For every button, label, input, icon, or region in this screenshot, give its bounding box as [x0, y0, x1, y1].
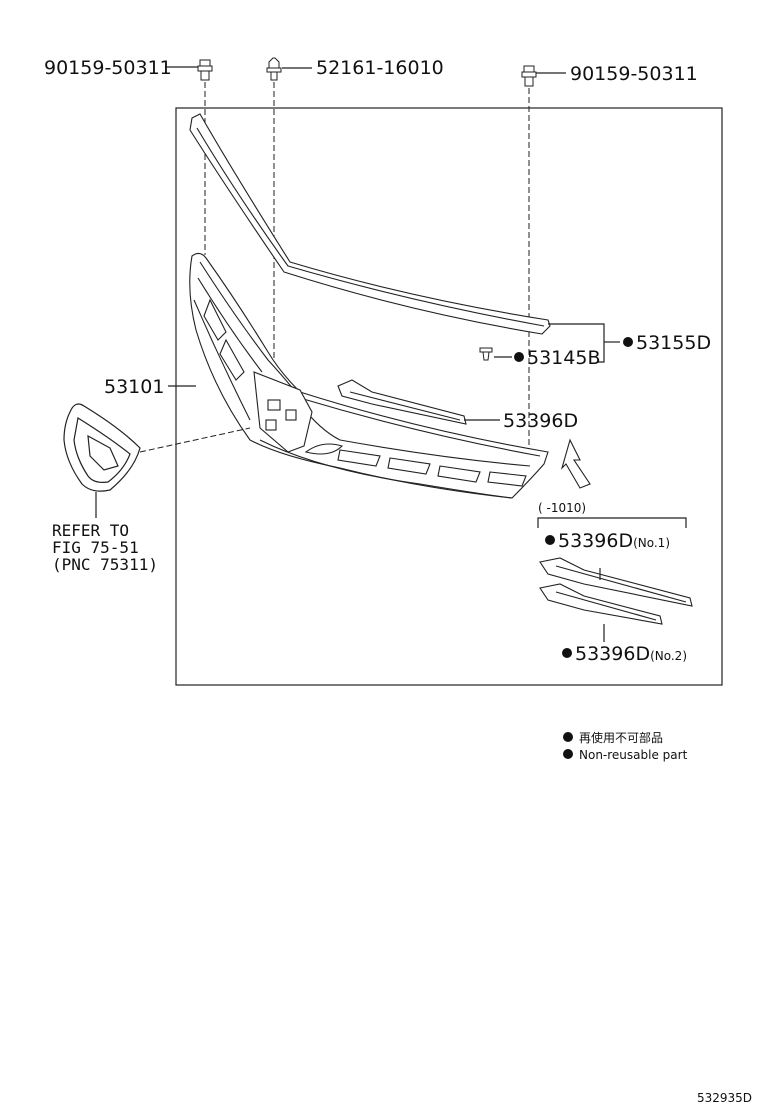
grille-body	[189, 252, 549, 499]
nonreusable-dot-icon	[623, 337, 633, 347]
nonreusable-dot-icon	[514, 352, 524, 362]
label-date-range: ( -1010)	[538, 501, 586, 515]
label-clip-mid: 52161-16010	[316, 57, 444, 79]
label-bolt-right: 90159-50311	[570, 63, 698, 85]
label-garnish-no1: 53396D(No.1)	[558, 530, 670, 552]
upper-molding	[189, 113, 551, 335]
refer-line-2: FIG 75-51	[52, 538, 139, 557]
emblem-icon	[63, 403, 141, 492]
garnish-no2	[539, 583, 663, 625]
legend-en: Non-reusable part	[579, 748, 688, 762]
clip-53145b-icon	[479, 347, 493, 361]
refer-line-1: REFER TO	[52, 521, 129, 540]
bolt-right-icon	[521, 65, 537, 87]
garnish-no1	[539, 557, 693, 607]
legend-jp: 再使用不可部品	[579, 730, 663, 745]
nonreusable-dot-icon	[562, 648, 572, 658]
nonreusable-dot-icon	[545, 535, 555, 545]
refer-line-3: (PNC 75311)	[52, 555, 158, 574]
label-garnish-no2: 53396D(No.2)	[575, 643, 687, 665]
arrow-icon	[560, 438, 591, 489]
diagram-frame	[175, 107, 723, 686]
legend-dot-icon	[563, 732, 573, 742]
label-garnish: 53396D	[503, 410, 578, 432]
label-clip: 53145B	[527, 347, 600, 369]
bolt-left-icon	[197, 59, 213, 81]
figure-id: 532935D	[697, 1091, 752, 1105]
legend-dot-icon	[563, 749, 573, 759]
clip-icon	[266, 57, 282, 81]
label-bolt-left: 90159-50311	[44, 57, 172, 79]
label-molding: 53155D	[636, 332, 711, 354]
label-grille: 53101	[104, 376, 164, 398]
